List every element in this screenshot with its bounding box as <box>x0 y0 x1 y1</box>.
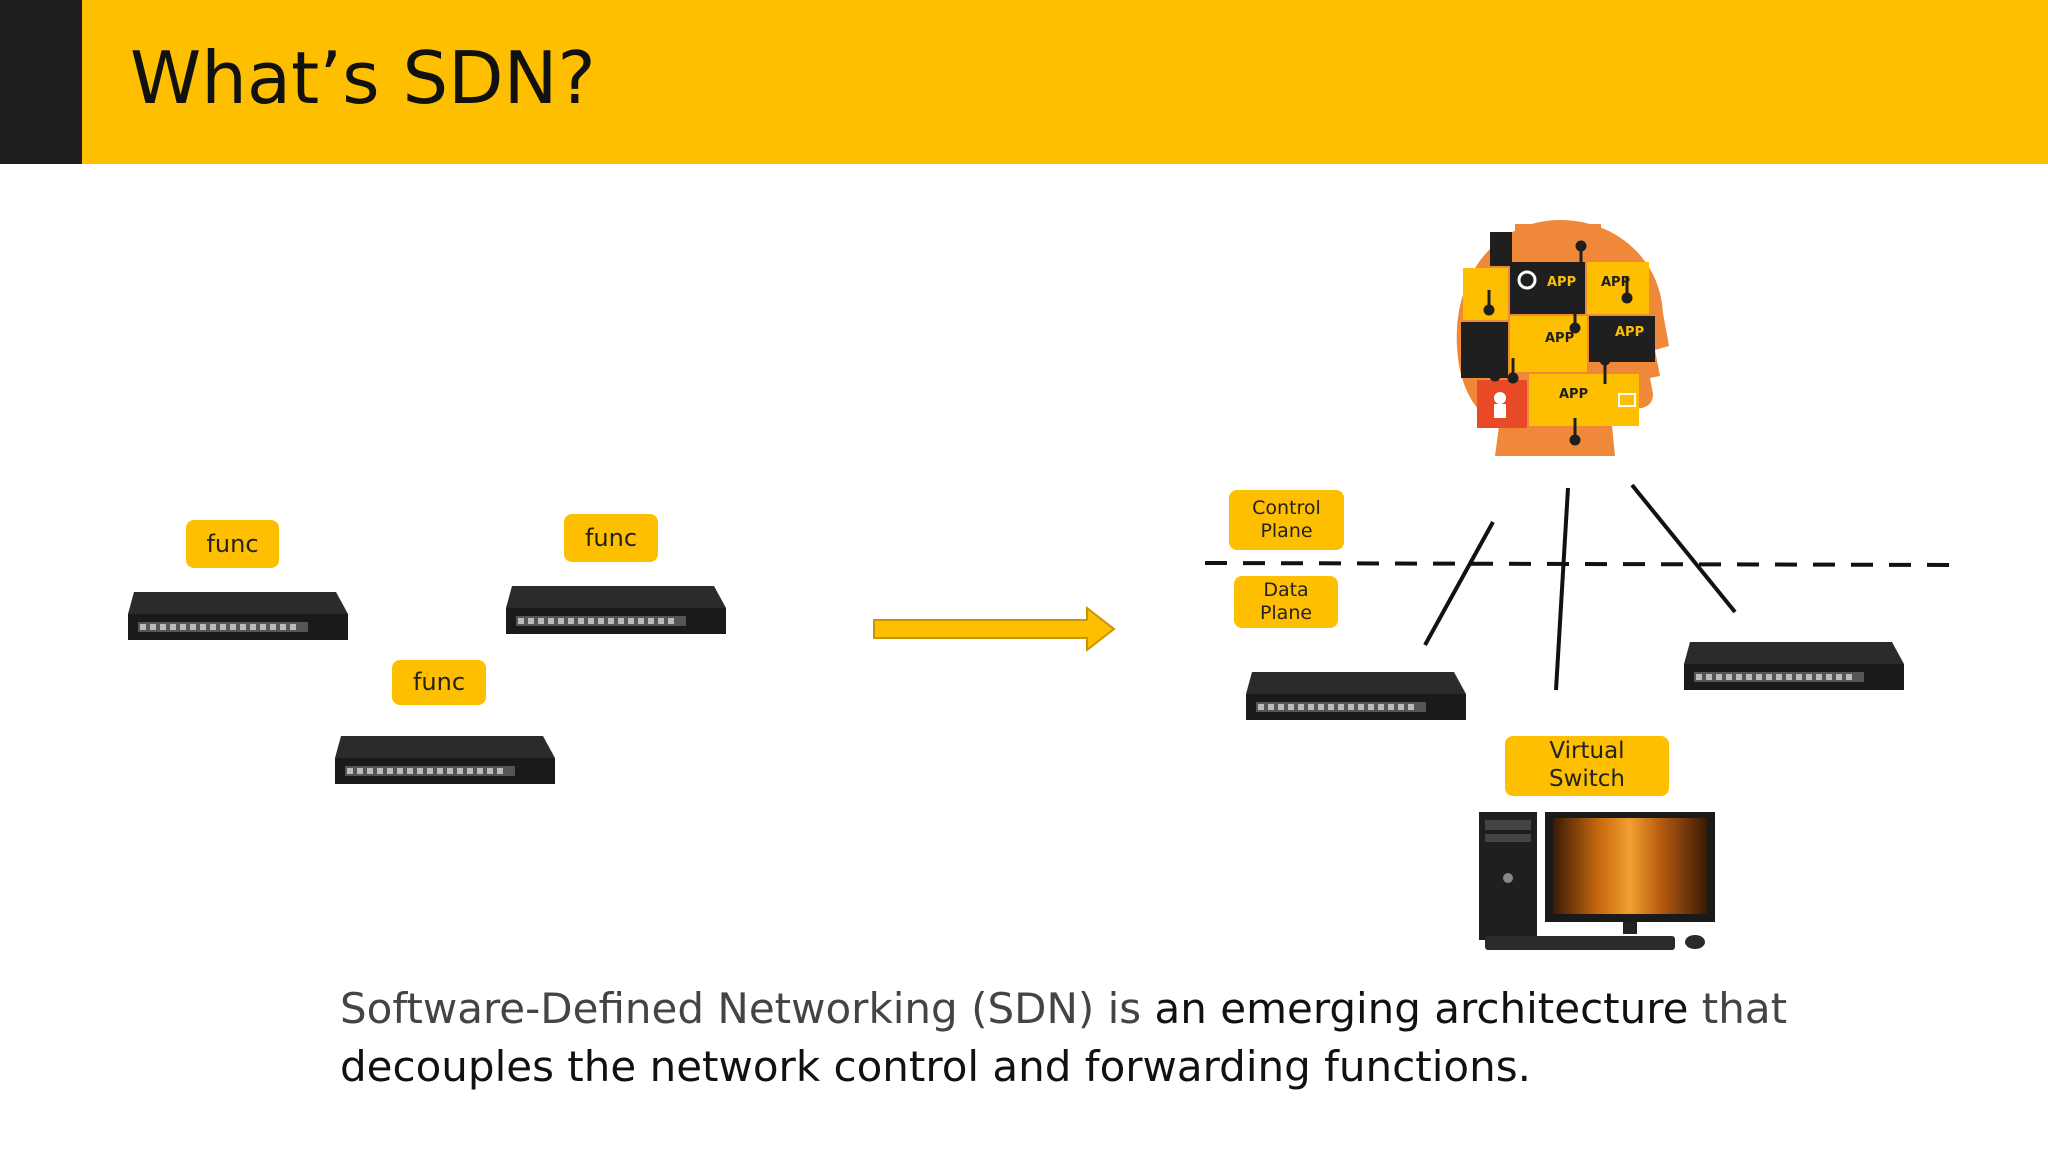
link-line-left <box>1423 521 1495 646</box>
caption-part-1: Software-Defined Networking (SDN) is <box>340 984 1155 1033</box>
control-plane-label: Control Plane <box>1229 490 1344 550</box>
data-plane-label: Data Plane <box>1234 576 1338 628</box>
brain-apps-icon: APP APP APP APP APP <box>1456 220 1669 456</box>
definition-caption: Software-Defined Networking (SDN) is an … <box>340 980 1840 1096</box>
link-line-right <box>1630 483 1737 614</box>
caption-part-3: that <box>1688 984 1788 1033</box>
link-line-center <box>1554 487 1570 691</box>
header-accent-block <box>0 0 82 164</box>
desktop-computer-icon <box>1479 812 1715 950</box>
svg-text:APP: APP <box>1615 325 1644 340</box>
network-switch-icon <box>335 736 555 784</box>
svg-text:APP: APP <box>1547 275 1576 290</box>
caption-part-2: an emerging architecture <box>1154 984 1689 1033</box>
func-label: func <box>392 660 486 705</box>
network-switch-icon <box>1684 642 1904 690</box>
right-arrow-icon <box>873 605 1116 653</box>
header-bar <box>0 0 2048 164</box>
func-label: func <box>186 520 279 568</box>
network-switch-icon <box>128 592 348 640</box>
svg-text:APP: APP <box>1545 331 1574 346</box>
svg-text:APP: APP <box>1559 387 1588 402</box>
func-label: func <box>564 514 658 562</box>
svg-text:APP: APP <box>1601 275 1630 290</box>
network-switch-icon <box>506 586 726 634</box>
network-switch-icon <box>1246 672 1466 720</box>
plane-divider-line <box>1204 561 1956 567</box>
caption-part-4: decouples the network control and forwar… <box>340 1042 1531 1091</box>
virtual-switch-label: Virtual Switch <box>1505 736 1669 796</box>
slide-title: What’s SDN? <box>130 36 596 120</box>
